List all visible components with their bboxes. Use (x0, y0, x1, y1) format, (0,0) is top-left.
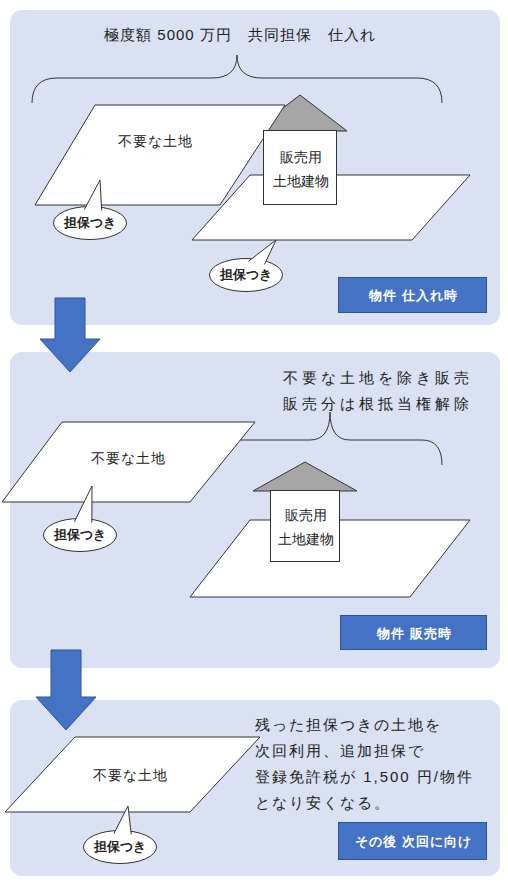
text-area: 担保つき (209, 258, 283, 292)
text-area: 不要な土地 (48, 444, 208, 472)
text-area: 担保つき (53, 206, 127, 240)
node-text: 不要な土地 (118, 131, 193, 151)
text-area: 物件 販売時 (341, 616, 488, 651)
stage-panel: 不要な土地を除き販売 販売分は根抵当権解除不要な土地担保つき 販売用 土地建物物件… (10, 352, 500, 668)
text-area: 不要な土地 (50, 761, 210, 789)
text-area: 販売用 土地建物 (271, 491, 341, 563)
parallelogram-outline (35, 105, 285, 205)
node-text: その後 次回に向け (355, 833, 472, 851)
bubble-ellipse (210, 259, 283, 292)
text-area: 極度額 5000 万円 共同担保 仕入れ (30, 24, 450, 46)
house-box: 販売用 土地建物 (263, 130, 337, 205)
node-text: 不要な土地 (91, 448, 166, 468)
speech-bubble: 担保つき (83, 830, 157, 864)
stage-note: 不要な土地を除き販売 販売分は根抵当権解除 (283, 365, 498, 417)
land-parallelogram: 不要な土地 (2, 422, 255, 502)
house-box: 販売用 土地建物 (270, 490, 340, 562)
bubble-tail (248, 240, 276, 264)
stage-note: 極度額 5000 万円 共同担保 仕入れ (104, 24, 376, 46)
text-area: 担保つき (43, 518, 117, 552)
land-parallelogram: 不要な土地 (35, 105, 285, 205)
node-text: 不要な土地 (93, 765, 168, 785)
bubble-tail (114, 806, 131, 834)
stage-label: 物件 販売時 (340, 615, 487, 650)
text-area: 残った担保つきの土地を 次回利用、追加担保で 登録免許税が 1,500 円/物件… (255, 712, 490, 816)
stage-panel: 極度額 5000 万円 共同担保 仕入れ不要な土地担保つき 販売用 土地建物担保つ… (10, 10, 500, 325)
text-area: 担保つき (83, 830, 157, 864)
land-parallelogram: 不要な土地 (5, 737, 260, 812)
node-text: 担保つき (94, 839, 146, 855)
node-text: 販売用 土地建物 (271, 503, 341, 551)
bubble-ellipse (84, 831, 157, 864)
stage-label: 物件 仕入れ時 (338, 277, 487, 313)
text-area: 不要な土地を除き販売 販売分は根抵当権解除 (283, 365, 498, 417)
speech-bubble: 担保つき (53, 206, 127, 240)
bubble-tail (74, 486, 92, 523)
node-text: 担保つき (64, 215, 116, 231)
text-area: 物件 仕入れ時 (339, 278, 488, 314)
bubble-ellipse (54, 207, 127, 240)
stage-panel: 残った担保つきの土地を 次回利用、追加担保で 登録免許税が 1,500 円/物件… (10, 700, 500, 876)
parallelogram-shape (2, 422, 255, 502)
parallelogram-shape (35, 105, 285, 205)
speech-bubble: 担保つき (209, 258, 283, 292)
text-area: 販売用 土地建物 (264, 131, 338, 206)
node-text: 担保つき (220, 267, 272, 283)
stage-note: 残った担保つきの土地を 次回利用、追加担保で 登録免許税が 1,500 円/物件… (255, 712, 490, 816)
node-text: 担保つき (54, 527, 106, 543)
bubble-ellipse (44, 519, 117, 552)
stage-label: その後 次回に向け (338, 822, 487, 860)
text-area: その後 次回に向け (339, 823, 488, 861)
bubble-tail (84, 180, 101, 211)
node-text: 販売用 土地建物 (264, 145, 338, 193)
node-text: 物件 仕入れ時 (369, 287, 458, 305)
text-area: 不要な土地 (75, 127, 235, 155)
node-text: 物件 販売時 (377, 625, 452, 643)
speech-bubble: 担保つき (43, 518, 117, 552)
parallelogram-shape (5, 737, 260, 812)
